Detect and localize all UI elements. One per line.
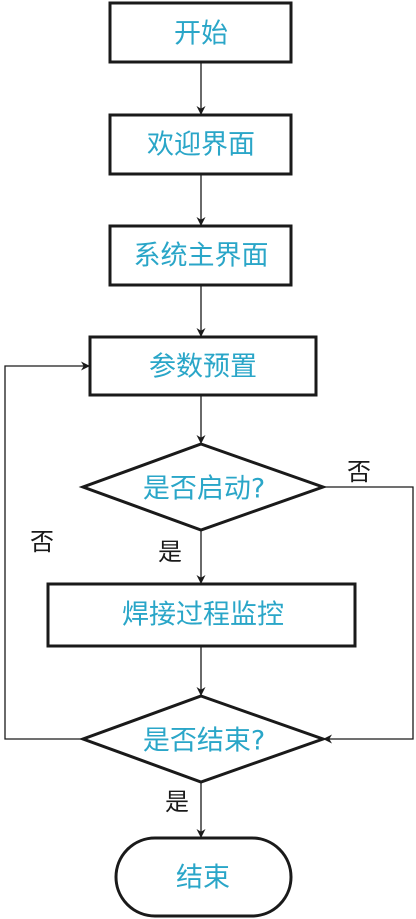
node-started-label: 是否启动?: [143, 474, 265, 505]
node-welcome-label: 欢迎界面: [147, 130, 255, 161]
edge-started-no-to-finished: [323, 486, 414, 744]
node-start-label: 开始: [174, 19, 228, 50]
edge-label-started-no: 否: [347, 458, 371, 486]
node-params-label: 参数预置: [149, 352, 257, 383]
node-monitor: 焊接过程监控: [46, 582, 357, 648]
node-main-ui: 系统主界面: [108, 224, 293, 287]
node-start: 开始: [108, 1, 293, 64]
node-main-ui-label: 系统主界面: [134, 241, 269, 272]
node-end-label: 结束: [176, 863, 230, 894]
node-params: 参数预置: [88, 335, 318, 397]
node-monitor-label: 焊接过程监控: [122, 600, 284, 631]
node-started: 是否启动?: [78, 442, 328, 532]
edge-label-started-yes: 是: [158, 538, 182, 566]
node-end: 结束: [114, 836, 293, 918]
node-finished: 是否结束?: [78, 694, 328, 784]
edges: [4, 62, 414, 838]
edge-label-finished-no: 否: [30, 528, 54, 556]
node-welcome: 欢迎界面: [108, 113, 293, 176]
edge-label-finished-yes: 是: [165, 788, 189, 816]
edge-finished-no-to-params: [4, 361, 90, 740]
node-finished-label: 是否结束?: [143, 726, 265, 757]
